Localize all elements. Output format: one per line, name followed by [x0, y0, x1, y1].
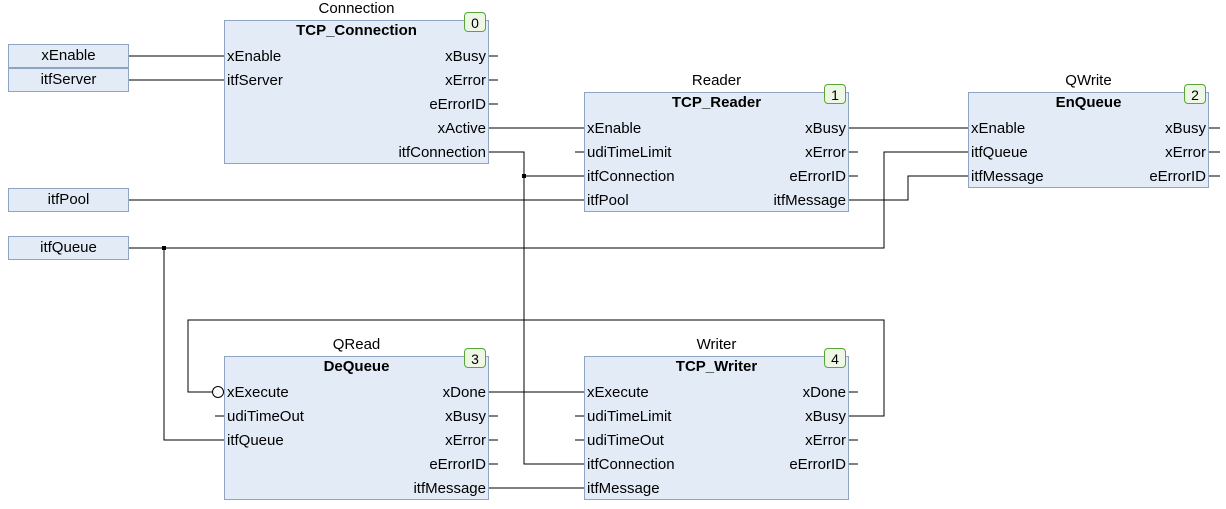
block-connection-order: 0	[464, 12, 486, 32]
wire-writer-xbusy-feedback	[187, 319, 885, 417]
pin-writer-in-xexecute[interactable]: xExecute	[587, 384, 649, 401]
block-reader[interactable]: TCP_Reader 1 xEnable udiTimeLimit itfCon…	[584, 84, 849, 212]
pin-writer-in-uditimelimit[interactable]: udiTimeLimit	[587, 408, 672, 425]
junction-itfconnection	[522, 174, 526, 178]
pin-qread-out-xerror[interactable]: xError	[445, 432, 486, 449]
var-xenable[interactable]: xEnable	[8, 44, 129, 68]
pin-reader-in-xenable[interactable]: xEnable	[587, 120, 642, 137]
block-writer[interactable]: TCP_Writer 4 xExecute udiTimeLimit udiTi…	[584, 348, 849, 500]
block-qread-order: 3	[464, 348, 486, 368]
pin-connection-out-itfconnection[interactable]: itfConnection	[398, 144, 486, 161]
pin-qread-out-eerrorid[interactable]: eErrorID	[429, 456, 486, 473]
var-itfpool[interactable]: itfPool	[8, 188, 129, 212]
block-reader-order: 1	[824, 84, 846, 104]
block-qwrite-type: EnQueue	[1055, 94, 1122, 111]
wire-reader-itfmessage	[849, 175, 968, 201]
wire-itfqueue-qread	[163, 248, 224, 441]
pin-qread-in-uditimeout[interactable]: udiTimeOut	[227, 408, 304, 425]
pin-reader-out-eerrorid[interactable]: eErrorID	[789, 168, 846, 185]
wire-itfconnection	[489, 151, 584, 465]
block-qread-type: DeQueue	[323, 358, 390, 375]
pin-reader-out-xbusy[interactable]: xBusy	[805, 120, 846, 137]
block-reader-instance: Reader	[691, 72, 742, 89]
pin-qwrite-in-itfmessage[interactable]: itfMessage	[971, 168, 1044, 185]
pin-writer-out-xerror[interactable]: xError	[805, 432, 846, 449]
pin-qread-in-itfqueue[interactable]: itfQueue	[227, 432, 284, 449]
pin-qwrite-in-itfqueue[interactable]: itfQueue	[971, 144, 1028, 161]
pin-reader-in-uditimelimit[interactable]: udiTimeLimit	[587, 144, 672, 161]
block-writer-type: TCP_Writer	[675, 358, 758, 375]
wire-itfqueue	[129, 151, 968, 249]
pin-writer-in-uditimeout[interactable]: udiTimeOut	[587, 432, 664, 449]
block-connection-instance: Connection	[318, 0, 395, 17]
pin-reader-in-itfconnection[interactable]: itfConnection	[587, 168, 675, 185]
pin-writer-out-eerrorid[interactable]: eErrorID	[789, 456, 846, 473]
pin-qwrite-out-eerrorid[interactable]: eErrorID	[1149, 168, 1206, 185]
pin-reader-out-itfmessage[interactable]: itfMessage	[773, 192, 846, 209]
pin-qread-out-xdone[interactable]: xDone	[442, 384, 486, 401]
block-writer-order: 4	[824, 348, 846, 368]
var-itfserver[interactable]: itfServer	[8, 68, 129, 92]
pin-reader-in-itfpool[interactable]: itfPool	[587, 192, 629, 209]
pin-writer-out-xdone[interactable]: xDone	[802, 384, 846, 401]
pin-connection-in-xenable[interactable]: xEnable	[227, 48, 282, 65]
block-qwrite-order: 2	[1184, 84, 1206, 104]
block-qwrite-instance: QWrite	[1065, 72, 1112, 89]
pin-writer-out-xbusy[interactable]: xBusy	[805, 408, 846, 425]
block-connection[interactable]: TCP_Connection 0 xEnable itfServer xBusy…	[224, 12, 489, 164]
block-writer-instance: Writer	[696, 336, 737, 353]
pin-qread-out-xbusy[interactable]: xBusy	[445, 408, 486, 425]
pin-connection-out-xerror[interactable]: xError	[445, 72, 486, 89]
pin-connection-out-xbusy[interactable]: xBusy	[445, 48, 486, 65]
negation-circle	[212, 386, 224, 398]
block-qread[interactable]: DeQueue 3 xExecute udiTimeOut itfQueue x…	[224, 348, 489, 500]
var-itfqueue[interactable]: itfQueue	[8, 236, 129, 260]
block-connection-type: TCP_Connection	[296, 22, 417, 39]
pin-reader-out-xerror[interactable]: xError	[805, 144, 846, 161]
pin-qwrite-in-xenable[interactable]: xEnable	[971, 120, 1026, 137]
block-reader-type: TCP_Reader	[671, 94, 762, 111]
block-qwrite[interactable]: EnQueue 2 xEnable itfQueue itfMessage xB…	[968, 84, 1209, 188]
pin-connection-in-itfserver[interactable]: itfServer	[227, 72, 283, 89]
pin-writer-in-itfconnection[interactable]: itfConnection	[587, 456, 675, 473]
pin-qwrite-out-xbusy[interactable]: xBusy	[1165, 120, 1206, 137]
pin-connection-out-xactive[interactable]: xActive	[437, 120, 486, 137]
pin-connection-out-eerrorid[interactable]: eErrorID	[429, 96, 486, 113]
pin-qread-in-xexecute[interactable]: xExecute	[227, 384, 289, 401]
junction-itfqueue	[162, 246, 166, 250]
pin-qwrite-out-xerror[interactable]: xError	[1165, 144, 1206, 161]
pin-qread-out-itfmessage[interactable]: itfMessage	[413, 480, 486, 497]
block-qread-instance: QRead	[332, 336, 381, 353]
pin-writer-in-itfmessage[interactable]: itfMessage	[587, 480, 660, 497]
